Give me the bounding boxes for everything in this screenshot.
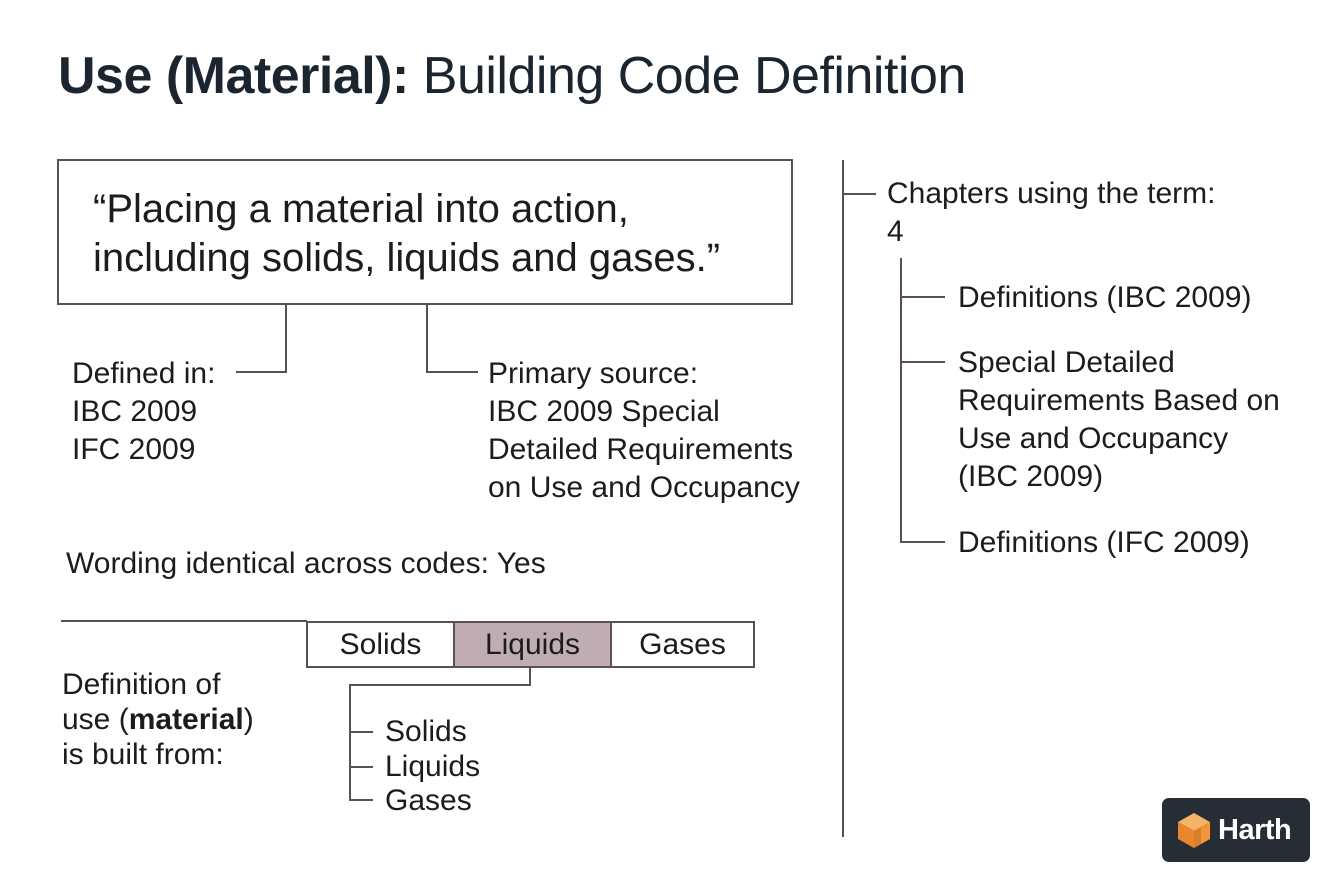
connector-defined-in-horizontal	[236, 371, 287, 373]
built-from-line-3: is built from:	[62, 738, 224, 771]
chapter-item-2-line-2: Requirements Based on	[958, 384, 1280, 417]
built-from-item-gases: Gases	[385, 784, 472, 817]
chapters-tree-branch-3	[900, 541, 945, 543]
cube-logo-icon	[1174, 810, 1214, 850]
chapters-tree-branch-1	[900, 296, 945, 298]
tab-liquids[interactable]: Liquids	[453, 623, 610, 666]
right-divider	[842, 160, 844, 837]
title-rest: Building Code Definition	[422, 47, 967, 105]
connector-primary-horizontal	[426, 371, 478, 373]
tab-tree-branch-1	[349, 731, 373, 733]
chapters-tree-branch-2	[900, 361, 945, 363]
tab-tree-down	[529, 668, 531, 686]
wording-identical: Wording identical across codes: Yes	[66, 547, 546, 580]
built-from-item-liquids: Liquids	[385, 750, 481, 783]
chapters-label: Chapters using the term:	[887, 177, 1216, 210]
harth-logo: Harth	[1162, 798, 1310, 862]
quote-line-1: “Placing a material into action,	[93, 187, 629, 231]
tab-tree-across	[349, 684, 531, 686]
chapters-connector	[842, 193, 876, 195]
defined-in-label: Defined in:	[72, 357, 216, 390]
built-from-label: Definition of use (material) is built fr…	[62, 667, 254, 772]
tab-solids[interactable]: Solids	[339, 628, 422, 661]
chapter-item-1: Definitions (IBC 2009)	[958, 281, 1252, 314]
component-tabs: Solids Liquids Gases	[306, 621, 755, 668]
chapter-item-2-line-1: Special Detailed	[958, 346, 1175, 379]
connector-primary-vertical	[426, 305, 428, 373]
primary-source-line-2: Detailed Requirements	[488, 433, 794, 466]
tabs-baseline-rule	[61, 620, 307, 622]
tab-tree-branch-3	[349, 799, 373, 801]
title-term: Use (Material):	[58, 47, 409, 105]
primary-source-line-1: IBC 2009 Special	[488, 395, 720, 428]
chapter-item-2-line-4: (IBC 2009)	[958, 460, 1104, 493]
primary-source-label: Primary source:	[488, 357, 699, 390]
logo-text: Harth	[1218, 813, 1292, 846]
built-from-item-solids: Solids	[385, 715, 467, 748]
chapters-count: 4	[887, 215, 904, 248]
built-from-line-1: Definition of	[62, 668, 221, 701]
tab-tree-trunk	[349, 684, 351, 800]
tab-tree-branch-2	[349, 766, 373, 768]
quote-line-2: including solids, liquids and gases.”	[93, 236, 721, 280]
built-from-term: material	[128, 703, 244, 736]
definition-quote-box: “Placing a material into action, includi…	[57, 159, 793, 305]
connector-defined-in-vertical	[285, 305, 287, 373]
chapter-item-2-line-3: Use and Occupancy	[958, 422, 1229, 455]
tab-gases[interactable]: Gases	[610, 623, 753, 666]
chapter-item-3: Definitions (IFC 2009)	[958, 526, 1250, 559]
definition-quote: “Placing a material into action, includi…	[93, 185, 720, 283]
primary-source-line-3: on Use and Occupancy	[488, 471, 800, 504]
chapters-tree-trunk	[900, 258, 902, 543]
built-from-line-2: use (material)	[62, 703, 254, 736]
defined-in-code-1: IBC 2009	[72, 395, 198, 428]
defined-in-code-2: IFC 2009	[72, 433, 196, 466]
page-title: Use (Material): Building Code Definition	[58, 46, 966, 106]
